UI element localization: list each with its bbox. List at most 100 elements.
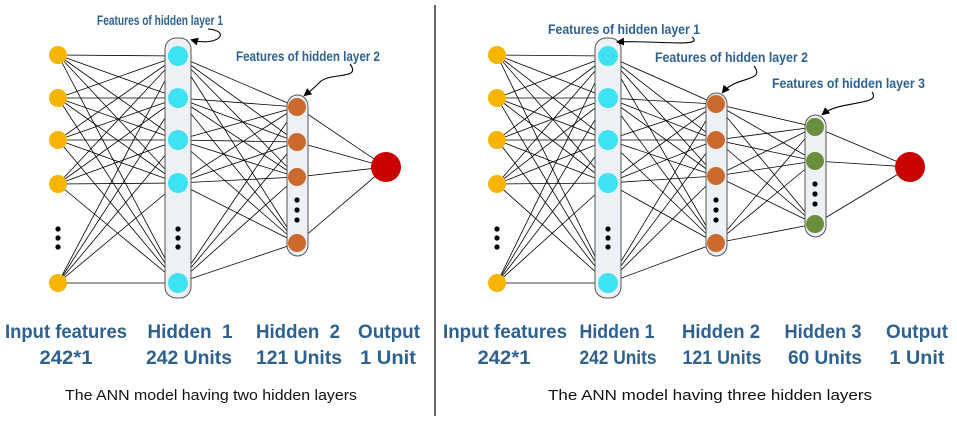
connection-line bbox=[715, 139, 816, 225]
hidden-3-node bbox=[806, 215, 824, 233]
connection-line bbox=[715, 160, 816, 177]
layer-title-input: Input features bbox=[5, 321, 127, 343]
connection-line bbox=[814, 166, 911, 225]
connection-line bbox=[607, 182, 717, 244]
connection-line bbox=[715, 103, 816, 162]
connection-line bbox=[715, 103, 816, 128]
hidden-2-node bbox=[707, 95, 725, 113]
layer-title-hidden-1: Hidden 1 bbox=[580, 321, 655, 343]
panel-three-hidden-layers: Features of hidden layer 1 Features of h… bbox=[443, 22, 948, 404]
connection-line bbox=[496, 54, 609, 57]
connection-line bbox=[496, 182, 609, 185]
connection-line bbox=[177, 242, 298, 284]
hidden-2-node bbox=[707, 167, 725, 185]
layer-size-hidden-2: 121 Units bbox=[256, 347, 342, 369]
connection-line bbox=[57, 139, 179, 184]
hidden-1-node bbox=[598, 173, 618, 193]
connection-line bbox=[177, 141, 298, 284]
connection-line bbox=[607, 139, 717, 184]
connection-line bbox=[296, 166, 387, 244]
hidden-1-node bbox=[598, 46, 618, 66]
connection-line bbox=[57, 55, 179, 185]
connection-line bbox=[496, 54, 609, 99]
connection-line bbox=[607, 242, 717, 284]
connections bbox=[57, 54, 387, 284]
input-node bbox=[488, 274, 506, 292]
output-node bbox=[371, 152, 401, 182]
connection-line bbox=[715, 223, 816, 244]
ellipsis-dot bbox=[494, 226, 500, 232]
connections bbox=[496, 54, 911, 284]
layer-size-hidden-2: 121 Units bbox=[683, 347, 762, 369]
connection-line bbox=[296, 106, 387, 168]
annotation-hidden-layer-2: Features of hidden layer 2 bbox=[236, 49, 380, 64]
input-node bbox=[49, 46, 67, 64]
connection-line bbox=[57, 55, 179, 284]
hidden-3-layer-box bbox=[804, 114, 827, 238]
input-node bbox=[49, 274, 67, 292]
ellipsis-dot bbox=[55, 244, 61, 250]
connection-line bbox=[177, 55, 298, 178]
connection-line bbox=[57, 182, 179, 185]
connection-line bbox=[177, 176, 298, 284]
hidden-1-node bbox=[168, 273, 188, 293]
connection-line bbox=[177, 55, 298, 108]
hidden-1-node bbox=[168, 88, 188, 108]
connection-line bbox=[177, 176, 298, 184]
connection-line bbox=[607, 139, 717, 284]
ellipsis-dot bbox=[713, 197, 719, 203]
ellipsis-dot bbox=[294, 217, 300, 223]
ellipsis-dot bbox=[713, 217, 719, 223]
ellipsis-dot bbox=[605, 226, 611, 232]
input-node bbox=[49, 131, 67, 149]
connection-line bbox=[57, 54, 179, 57]
layer-size-output: 1 Unit bbox=[360, 347, 417, 369]
connection-line bbox=[57, 97, 179, 141]
connection-line bbox=[57, 55, 179, 99]
annotation-arrow-1 bbox=[616, 36, 695, 46]
connection-line bbox=[607, 139, 717, 177]
connection-line bbox=[814, 160, 911, 168]
caption: The ANN model having three hidden layers bbox=[548, 387, 872, 404]
hidden-1-node bbox=[598, 273, 618, 293]
connection-line bbox=[296, 141, 387, 168]
connection-line bbox=[715, 160, 816, 244]
connection-line bbox=[607, 175, 717, 184]
connection-line bbox=[57, 139, 179, 284]
annotation-arrow-2 bbox=[303, 63, 354, 97]
annotation-arrow-2 bbox=[721, 65, 758, 94]
hidden-1-node bbox=[168, 46, 188, 66]
hidden-2-node bbox=[288, 234, 306, 252]
ellipsis-dot bbox=[494, 244, 500, 250]
ellipsis-dot bbox=[175, 226, 181, 232]
caption: The ANN model having two hidden layers bbox=[65, 387, 357, 404]
connection-line bbox=[57, 97, 179, 284]
hidden-1-node bbox=[598, 130, 618, 150]
connection-line bbox=[715, 126, 816, 177]
hidden-1-node bbox=[598, 88, 618, 108]
ellipsis-dot bbox=[494, 235, 500, 241]
connection-line bbox=[177, 97, 298, 178]
connection-line bbox=[607, 97, 717, 177]
ellipsis-dot bbox=[55, 226, 61, 232]
nodes bbox=[488, 46, 925, 293]
connection-line bbox=[177, 97, 298, 108]
layer-title-input: Input features bbox=[443, 321, 567, 343]
connection-line bbox=[814, 126, 911, 168]
connection-line bbox=[607, 97, 717, 105]
connection-line bbox=[496, 55, 609, 284]
connection-line bbox=[607, 97, 717, 141]
connection-line bbox=[496, 139, 609, 184]
annotation-hidden-layer-1: Features of hidden layer 1 bbox=[97, 13, 223, 28]
hidden-2-node bbox=[288, 133, 306, 151]
ellipsis-dot bbox=[55, 235, 61, 241]
connection-line bbox=[496, 182, 609, 284]
connection-line bbox=[57, 139, 179, 185]
connection-line bbox=[715, 103, 816, 225]
input-node bbox=[488, 46, 506, 64]
connection-line bbox=[177, 55, 298, 143]
ellipsis-dot bbox=[812, 201, 818, 207]
connection-line bbox=[177, 139, 298, 244]
ellipsis-dot bbox=[294, 207, 300, 213]
annotation-hidden-layer-1: Features of hidden layer 1 bbox=[548, 22, 700, 37]
